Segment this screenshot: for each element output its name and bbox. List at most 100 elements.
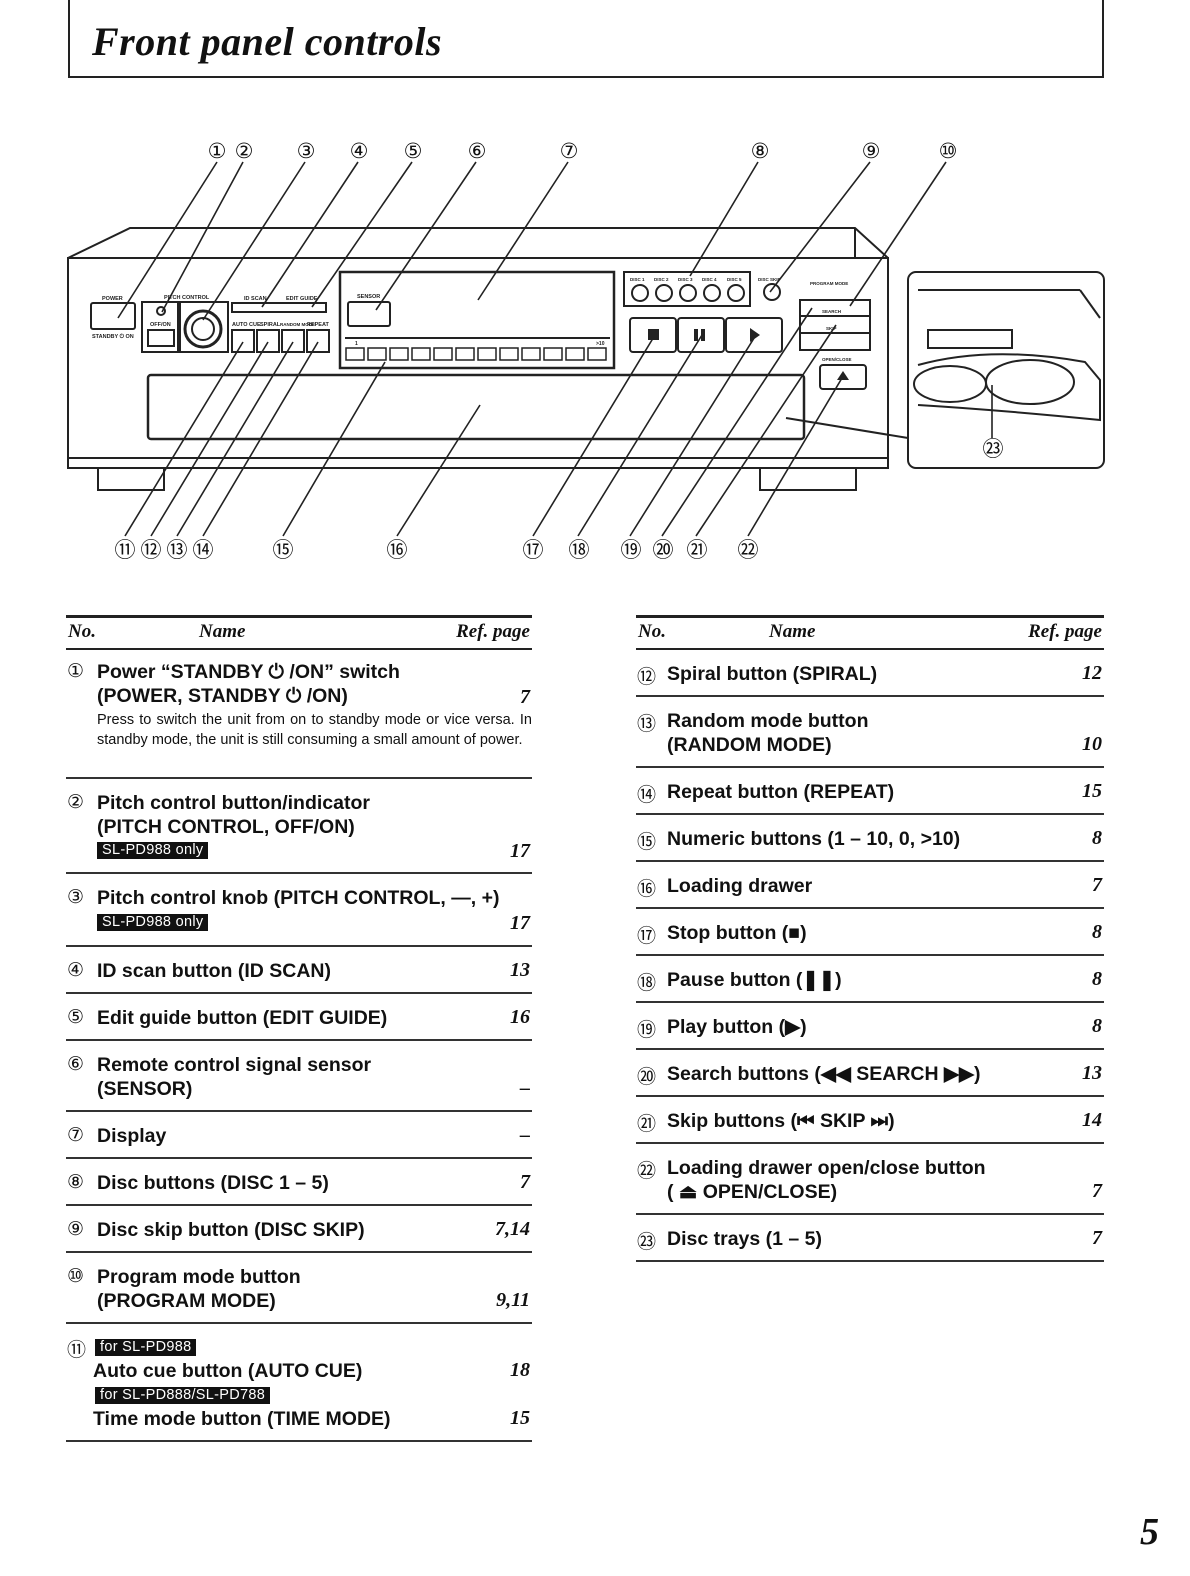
numeric-key [389,347,409,361]
eject-icon [837,371,849,380]
item-description: Press to switch the unit from on to stan… [97,712,532,748]
table-row: ⑲ Play button (▶) 8 [636,1003,1104,1050]
ref-page: 18 [510,1359,530,1381]
item-number: ⑱ [637,972,657,994]
numeric-key [499,347,519,361]
label-disc-skip: DISC SKIP [758,277,781,282]
callout-3: ③ [297,139,316,163]
header-name: Name [769,621,816,642]
play-icon [750,328,760,342]
page-title: Front panel controls [92,19,443,64]
controls-table-right: No. Name Ref. page ⑫ Spiral button (SPIR… [636,615,1104,1262]
ref-page: 8 [1092,921,1102,943]
table-row: ⑱ Pause button (❚❚) 8 [636,956,1104,1003]
ref-page: 14 [1082,1109,1102,1131]
ref-page: 7 [1092,874,1102,896]
table-row: ㉑ Skip buttons (⏮ SKIP ⏭) 14 [636,1097,1104,1144]
item-name: (PROGRAM MODE) [97,1290,276,1312]
ref-page: 7 [1092,1180,1102,1202]
item-number: ② [67,791,85,813]
ref-page: 7 [1092,1227,1102,1249]
label-program-mode: PROGRAM MODE [810,281,848,286]
label-id-scan: ID SCAN [244,296,267,302]
table-row: ㉒ Loading drawer open/close button ( ⏏ O… [636,1144,1104,1215]
callout-9: ⑨ [862,139,881,163]
numeric-key [587,347,607,361]
callout-7: ⑦ [560,139,579,163]
item-name: Loading drawer open/close button [667,1157,986,1179]
numeric-key [345,347,365,361]
model-badge: for SL-PD988 [95,1339,197,1356]
callout-6: ⑥ [468,139,487,163]
item-name: Disc trays (1 – 5) [667,1228,823,1250]
callout-5: ⑤ [404,139,423,163]
table-row: ⑬ Random mode button (RANDOM MODE) 10 [636,697,1104,768]
item-number: ③ [67,886,85,908]
label-numeric-last: >10 [596,341,605,347]
label-numeric-first: 1 [355,341,358,347]
table-row: ⑰ Stop button (■) 8 [636,909,1104,956]
ref-page: 10 [1082,733,1102,755]
label-pitch-control: PITCH CONTROL [164,295,210,301]
model-badge: for SL-PD888/SL-PD788 [95,1387,271,1404]
label-power: POWER [102,296,123,302]
callout-11: ⑪ [115,538,136,562]
item-name: (RANDOM MODE) [667,734,832,756]
table-row: ⑯ Loading drawer 7 [636,862,1104,909]
table-row: ⑥ Remote control signal sensor (SENSOR) … [66,1041,532,1112]
label-disc-4: DISC 4 [702,277,717,282]
model-badge: SL-PD988 only [97,914,209,931]
item-number: ⑩ [67,1265,85,1287]
table-row: ⑨ Disc skip button (DISC SKIP) 7,14 [66,1206,532,1253]
label-off-on: OFF/ON [150,322,171,328]
item-name: Time mode button (TIME MODE) [93,1408,391,1430]
table-row: ⑤ Edit guide button (EDIT GUIDE) 16 [66,994,532,1041]
item-number: ㉒ [637,1160,657,1182]
callout-23: ㉓ [983,437,1004,461]
item-name: (POWER, STANDBY ⏻ /ON) [97,685,348,707]
ref-page: 17 [510,912,530,934]
header-ref-page: Ref. page [1028,621,1102,642]
ref-page: – [520,1077,530,1099]
item-number: ⑤ [67,1006,85,1028]
ref-page: 8 [1092,1015,1102,1037]
item-name: Pause button (❚❚) [667,969,842,991]
item-name: Disc buttons (DISC 1 – 5) [97,1172,329,1194]
callout-16: ⑯ [387,538,408,562]
ref-page: 16 [510,1006,530,1028]
label-open-close: OPEN/CLOSE [822,357,852,362]
callout-22: ㉒ [738,538,759,562]
table-row: ⑪ for SL-PD988 Auto cue button (AUTO CUE… [66,1324,532,1442]
header-no: No. [68,621,96,642]
callout-8: ⑧ [751,139,770,163]
item-name: (PITCH CONTROL, OFF/ON) [97,816,355,838]
header-no: No. [638,621,666,642]
callout-17: ⑰ [523,538,544,562]
item-name: (SENSOR) [97,1078,193,1100]
label-disc-2: DISC 2 [654,277,669,282]
item-number: ⑮ [637,831,657,853]
item-name: Disc skip button (DISC SKIP) [97,1219,365,1241]
table-row: ⑭ Repeat button (REPEAT) 15 [636,768,1104,815]
callout-21: ㉑ [687,538,708,562]
stop-icon [648,329,659,340]
ref-page: 15 [1082,780,1102,802]
table-row: ⑮ Numeric buttons (1 – 10, 0, >10) 8 [636,815,1104,862]
item-name: Play button (▶) [667,1016,807,1038]
item-name: Display [97,1125,167,1147]
item-number: ⑦ [67,1124,85,1146]
item-number: ⑥ [67,1053,85,1075]
ref-page: 7 [520,686,530,708]
ref-page: 17 [510,840,530,862]
table-row: ② Pitch control button/indicator (PITCH … [66,779,532,874]
label-spiral: SPIRAL [260,322,281,328]
numeric-key [477,347,497,361]
item-number: ㉑ [637,1113,657,1135]
callout-10: ⑩ [939,139,958,163]
ref-page: 8 [1092,968,1102,990]
item-name: Edit guide button (EDIT GUIDE) [97,1007,388,1029]
item-name: Spiral button (SPIRAL) [667,663,878,685]
label-random-mode: RANDOM MODE [280,322,315,327]
item-number: ④ [67,959,85,981]
table-row: ③ Pitch control knob (PITCH CONTROL, —, … [66,874,532,947]
